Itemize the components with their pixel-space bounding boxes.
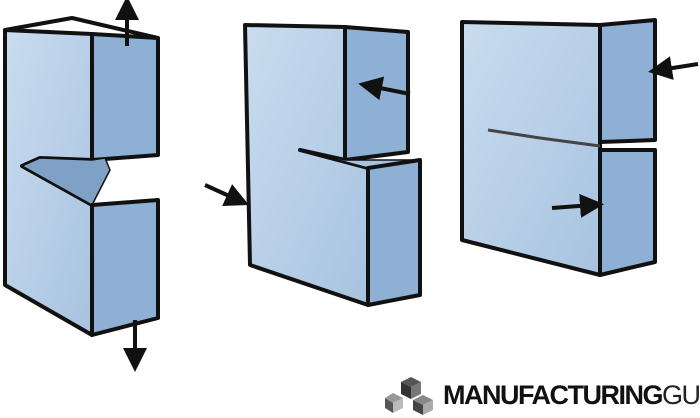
block-mode-2 [243,23,422,307]
arrow-left-icon [358,76,411,101]
logo-text-light: GUIDE [661,379,700,410]
block-mode-3 [460,18,657,277]
arrow-left-icon [648,56,699,80]
block-mode-1 [3,16,160,337]
manufacturing-guide-logo: MANUFACTURINGGUIDE [385,376,700,415]
cube-logo-icon [385,377,433,415]
arrow-right-icon [551,193,604,218]
logo-text-bold: MANUFACTURING [443,379,663,410]
arrow-right-icon [204,183,249,206]
